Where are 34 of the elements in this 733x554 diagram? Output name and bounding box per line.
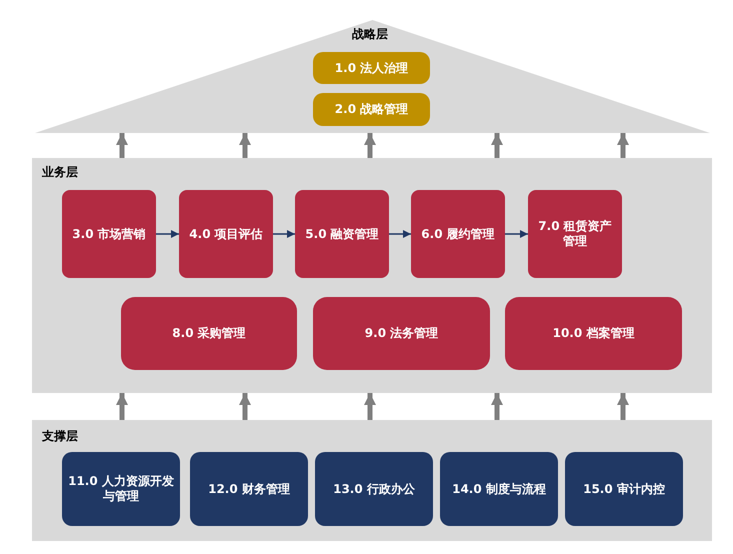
process-box: 15.0 审计内控 xyxy=(565,452,683,526)
process-box: 7.0 租赁资产管理 xyxy=(528,190,622,278)
process-box: 4.0 项目评估 xyxy=(179,190,273,278)
process-box: 6.0 履约管理 xyxy=(411,190,505,278)
arrow xyxy=(491,133,503,158)
process-box: 9.0 法务管理 xyxy=(313,297,490,370)
process-box: 14.0 制度与流程 xyxy=(440,452,558,526)
arrow xyxy=(364,393,376,420)
process-box: 1.0 法人治理 xyxy=(313,52,430,84)
layer-title: 战略层 xyxy=(352,26,388,43)
process-box: 5.0 融资管理 xyxy=(295,190,389,278)
process-box: 2.0 战略管理 xyxy=(313,93,430,126)
arrow xyxy=(116,133,128,158)
arrow xyxy=(156,230,179,238)
arrow xyxy=(364,133,376,158)
arrow xyxy=(617,133,629,158)
arrow xyxy=(273,230,295,238)
process-box: 13.0 行政办公 xyxy=(315,452,433,526)
process-box: 3.0 市场营销 xyxy=(62,190,156,278)
arrow xyxy=(505,230,528,238)
process-box: 12.0 财务管理 xyxy=(190,452,308,526)
layer-title: 业务层 xyxy=(42,164,78,181)
arrow xyxy=(239,393,251,420)
arrow xyxy=(116,393,128,420)
layer-band xyxy=(32,420,712,541)
arrow xyxy=(617,393,629,420)
process-box: 8.0 采购管理 xyxy=(121,297,297,370)
layer-band xyxy=(32,158,712,393)
process-box: 11.0 人力资源开发与管理 xyxy=(62,452,180,526)
arrow xyxy=(389,230,411,238)
arrow xyxy=(239,133,251,158)
arrow xyxy=(491,393,503,420)
process-box: 10.0 档案管理 xyxy=(505,297,682,370)
layer-title: 支撑层 xyxy=(42,428,78,445)
